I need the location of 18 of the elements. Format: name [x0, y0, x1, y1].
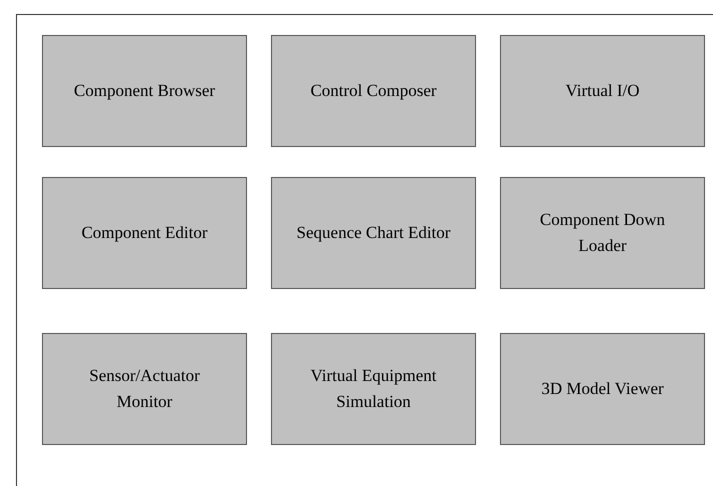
module-name: Component Editor — [81, 222, 208, 244]
module-name: 3D Model Viewer — [541, 378, 664, 400]
module-name: Virtual I/O — [565, 80, 640, 102]
module-name: Component Down Loader — [538, 209, 666, 257]
module-name: Control Composer — [310, 80, 437, 102]
module-box — [500, 333, 705, 445]
module-box — [271, 177, 476, 289]
module-box — [271, 333, 476, 445]
module-box — [271, 35, 476, 147]
module-box — [42, 35, 247, 147]
module-box — [500, 177, 705, 289]
module-box — [500, 35, 705, 147]
module-box — [42, 177, 247, 289]
module-box — [42, 333, 247, 445]
module-name: Virtual Equipment Simulation — [310, 365, 438, 413]
module-name: Component Browser — [74, 80, 216, 102]
module-name: Sequence Chart Editor — [296, 222, 450, 244]
module-name: Sensor/Actuator Monitor — [88, 365, 201, 413]
